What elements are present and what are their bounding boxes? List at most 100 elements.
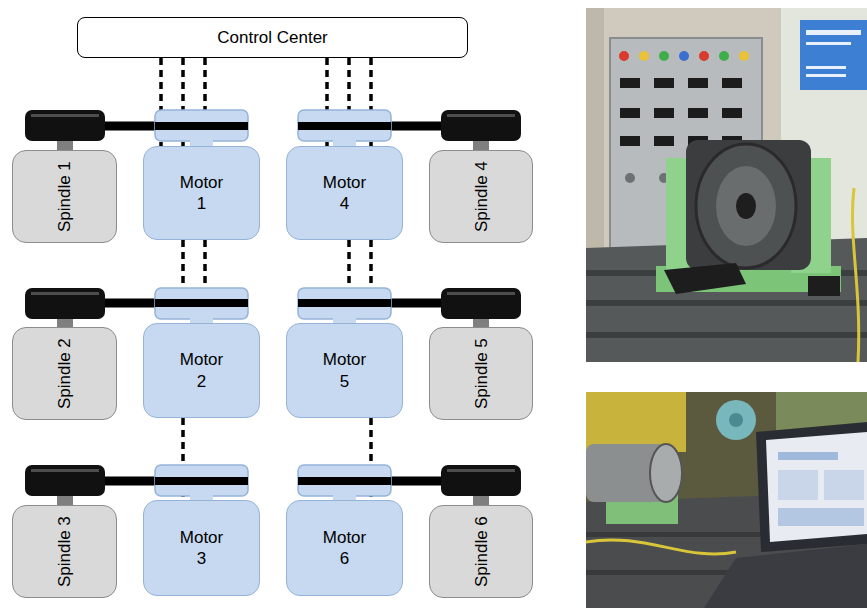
spindle-box: Spindle 4 [429, 150, 533, 243]
panel-display [722, 108, 742, 118]
spindle-pulley [441, 465, 521, 496]
spindle-neck [473, 496, 489, 505]
spindle-pulley [25, 288, 105, 319]
panel-display [620, 108, 640, 118]
motor-pulley [298, 110, 391, 141]
screen-panel [824, 470, 864, 500]
sign-lettering [806, 30, 861, 35]
motor-box: Motor 2 [143, 323, 260, 418]
indicator-lamp [719, 51, 729, 61]
motor-pulley [298, 465, 391, 496]
indicator-lamp [679, 51, 689, 61]
motor-box: Motor 6 [286, 500, 403, 596]
photo-pillar [586, 8, 604, 248]
sign-lettering [806, 42, 851, 45]
box-label: Spindle 2 [54, 338, 75, 409]
wall-sign [800, 20, 867, 90]
motor-box: Motor 3 [143, 500, 260, 596]
table-clamp [808, 276, 840, 296]
box-label: Spindle 1 [54, 161, 75, 232]
motor-pulley [155, 110, 248, 141]
laptop-screen [756, 422, 867, 552]
spindle-face [696, 144, 796, 268]
pulley-groove [31, 292, 99, 295]
screen-panel [778, 508, 864, 526]
indicator-lamp [699, 51, 709, 61]
box-label: Motor 3 [180, 527, 223, 570]
box-label: Motor 2 [180, 349, 223, 392]
indicator-lamp [659, 51, 669, 61]
sign-lettering [806, 66, 846, 69]
motor-box: Motor 1 [143, 146, 260, 240]
box-label: Spindle 3 [54, 516, 75, 587]
pulley-groove [31, 114, 99, 117]
screen-panel [778, 452, 838, 460]
spindle-pulley [25, 465, 105, 496]
spindle-box: Spindle 3 [12, 505, 117, 598]
panel-switch [625, 173, 635, 183]
spindle-body [686, 140, 811, 270]
panel-display [654, 108, 674, 118]
spindle-box: Spindle 5 [429, 327, 533, 420]
spindle-pulley [25, 110, 105, 141]
pulley-groove [447, 114, 515, 117]
indicator-lamp [619, 51, 629, 61]
panel-display [654, 78, 674, 88]
spindle-bore [736, 193, 756, 219]
spindle-neck [57, 319, 73, 327]
box-label: Motor 5 [323, 349, 366, 392]
box-label: Spindle 6 [470, 516, 491, 587]
machine-housing [586, 392, 686, 452]
machine-table [586, 492, 867, 608]
table-slot [586, 332, 867, 338]
belt-wrap [298, 299, 391, 307]
spindle-neck [473, 141, 489, 150]
control-box: Control Center [77, 17, 468, 58]
pulley-groove [447, 469, 515, 472]
pulley-groove [447, 292, 515, 295]
spindle-ring [716, 166, 776, 246]
spindle-face [650, 444, 682, 502]
panel-display [654, 136, 674, 146]
motor-pulley [155, 465, 248, 496]
panel-display [722, 78, 742, 88]
photo-wall [586, 8, 867, 362]
screen-panel [778, 470, 818, 500]
spindle-neck [473, 319, 489, 327]
box-label: Motor 4 [323, 172, 366, 215]
test-rig-photo [586, 8, 867, 362]
box-label: Motor 1 [180, 172, 223, 215]
belt-wrap [155, 299, 248, 307]
box-label: Control Center [217, 27, 328, 48]
spindle-pulley [441, 288, 521, 319]
table-clamp [664, 263, 746, 294]
pulley-groove [31, 469, 99, 472]
spindle-neck [57, 141, 73, 150]
panel-display [620, 136, 640, 146]
box-label: Motor 6 [323, 527, 366, 570]
panel-display [688, 78, 708, 88]
cable [852, 188, 858, 362]
cable [586, 540, 736, 554]
desk-fan [716, 400, 756, 440]
indicator-lamp [739, 51, 749, 61]
motor-box: Motor 5 [286, 323, 403, 418]
panel-display [620, 78, 640, 88]
spindle-box: Spindle 2 [12, 327, 117, 420]
panel-display [688, 108, 708, 118]
motor-box: Motor 4 [286, 146, 403, 240]
motor-pulley [155, 288, 248, 319]
sign-lettering [806, 74, 846, 77]
photo-background [586, 392, 867, 608]
spindle-box: Spindle 6 [429, 505, 533, 598]
motor-pulley [298, 288, 391, 319]
indicator-lamp [639, 51, 649, 61]
spindle-neck [57, 496, 73, 505]
test-setup-photo [586, 392, 867, 608]
table-slot [586, 300, 867, 306]
belt-wrap [298, 477, 391, 485]
box-label: Spindle 5 [470, 338, 491, 409]
box-label: Spindle 4 [470, 161, 491, 232]
belt-wrap [155, 477, 248, 485]
